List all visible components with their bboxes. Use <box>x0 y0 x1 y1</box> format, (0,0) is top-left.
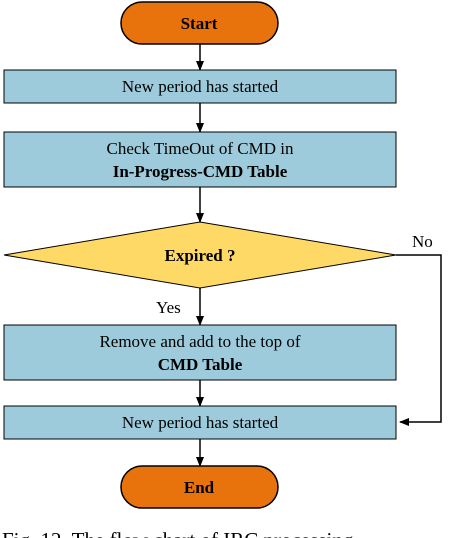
start-label: Start <box>181 14 218 33</box>
process-check-timeout-line2: In-Progress-CMD Table <box>113 162 288 181</box>
figure-caption: Fig. 12. The flow chart of IRC processin… <box>2 528 354 538</box>
process-new-period-2 <box>3 405 397 440</box>
decision-expired-label: Expired ? <box>164 246 235 265</box>
process-new-period-1-label: New period has started <box>122 77 279 96</box>
process-remove-add-line1: Remove and add to the top of <box>99 332 300 351</box>
end-terminal <box>120 465 279 509</box>
process-new-period-1 <box>3 69 397 104</box>
process-check-timeout-line1: Check TimeOut of CMD in <box>106 139 294 158</box>
yes-label: Yes <box>156 298 181 317</box>
end-label: End <box>184 478 215 497</box>
arrow-no-branch <box>396 254 442 426</box>
process-remove-add-line2: CMD Table <box>158 355 243 374</box>
no-label: No <box>412 232 433 251</box>
process-remove-add <box>3 324 397 381</box>
process-new-period-2-label: New period has started <box>122 413 279 432</box>
